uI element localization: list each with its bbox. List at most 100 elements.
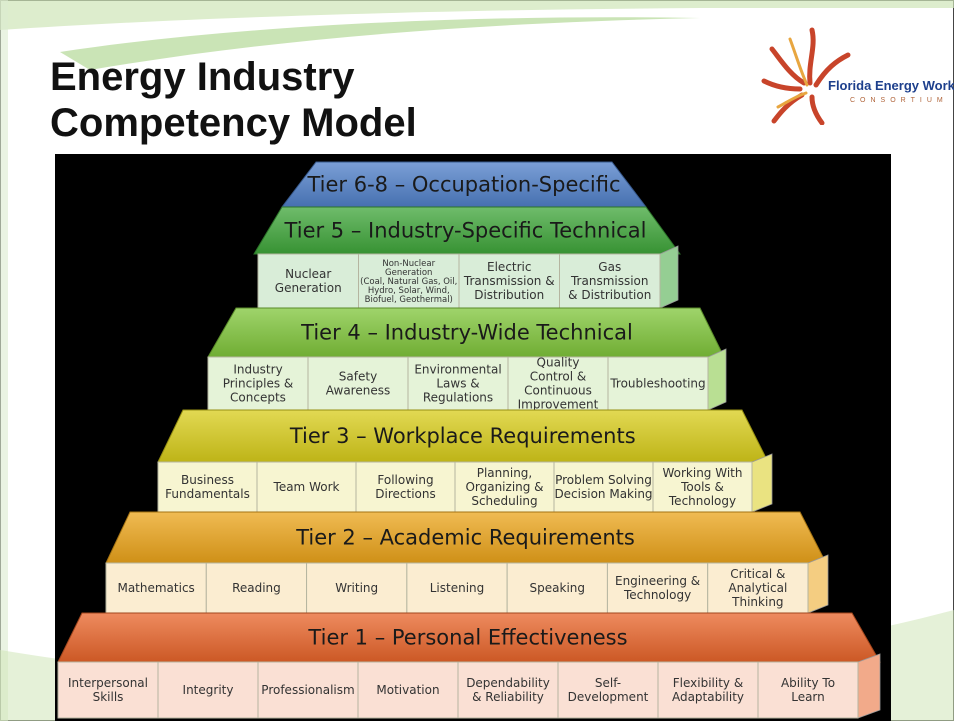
competency-line: Dependability [466, 676, 550, 690]
competency-label: Listening [430, 581, 485, 595]
competency-box [557, 661, 659, 719]
slide-title-line-1: Energy Industry [50, 55, 355, 99]
competency-line: Tools & [680, 480, 724, 494]
competency-box [652, 461, 753, 513]
competency-line: Planning, [477, 466, 533, 480]
competency-line: Mathematics [117, 581, 194, 595]
competency-box [357, 661, 459, 719]
tier-band-tier5 [253, 206, 681, 255]
competency-line: Business [181, 473, 234, 487]
competency-label: Reading [232, 581, 281, 595]
competency-box [257, 253, 359, 309]
logo-subtext: CONSORTIUM [850, 97, 948, 104]
competency-line: Working With [662, 466, 742, 480]
compartment-side-tier2 [807, 554, 829, 614]
competency-line: Gas [598, 260, 621, 274]
competency-line: Concepts [230, 391, 286, 405]
competency-line: Following [377, 473, 433, 487]
competency-box [257, 661, 359, 719]
competency-line: Directions [375, 487, 435, 501]
competency-line: Continuous [524, 384, 592, 398]
tier-label-tier68: Tier 6-8 – Occupation-Specific [306, 173, 620, 197]
competency-line: Integrity [183, 683, 234, 697]
competency-label: Team Work [273, 480, 340, 494]
slide-title-line-2: Competency Model [50, 101, 417, 145]
competency-box [207, 356, 309, 411]
competency-box [358, 253, 460, 309]
competency-box [606, 562, 709, 614]
competency-line: Environmental [414, 363, 501, 377]
competency-label: Dependability& Reliability [466, 676, 550, 704]
competency-label: Writing [335, 581, 378, 595]
competency-box [157, 661, 259, 719]
top-swoosh [0, 0, 954, 30]
competency-line: Principles & [223, 377, 294, 391]
competency-line: Scheduling [471, 494, 537, 508]
competency-line: Writing [335, 581, 378, 595]
competency-line: Organizing & [465, 480, 543, 494]
competency-line: & Distribution [568, 288, 651, 302]
competency-line: Ability To [781, 676, 835, 690]
top-swoosh-inner [60, 17, 700, 70]
tier-label-tier1: Tier 1 – Personal Effectiveness [307, 626, 627, 650]
competency-line: Motivation [376, 683, 439, 697]
competency-line: Transmission & [463, 274, 555, 288]
competency-line: Development [568, 690, 649, 704]
competency-line: Adaptability [672, 690, 744, 704]
competency-label: Speaking [530, 581, 585, 595]
competency-label: Motivation [376, 683, 439, 697]
competency-line: (Coal, Natural Gas, Oil, [360, 277, 457, 287]
competency-box [205, 562, 308, 614]
competency-line: Generation [275, 281, 342, 295]
competency-line: Technology [668, 494, 736, 508]
competency-box [57, 661, 159, 719]
left-bar [0, 0, 8, 721]
competency-line: & Reliability [472, 690, 544, 704]
competency-line: Control & [530, 370, 587, 384]
competency-label: Engineering &Technology [615, 574, 700, 602]
competency-line: Thinking [731, 595, 783, 609]
tier-label-tier3: Tier 3 – Workplace Requirements [289, 424, 636, 448]
competency-line: Engineering & [615, 574, 700, 588]
competency-box [757, 661, 859, 719]
competency-line: Distribution [474, 288, 544, 302]
competency-label: Professionalism [261, 683, 354, 697]
competency-line: Analytical [728, 581, 787, 595]
competency-line: Listening [430, 581, 485, 595]
competency-label: Self-Development [568, 676, 649, 704]
competency-line: Reading [232, 581, 281, 595]
competency-line: Transmission [570, 274, 649, 288]
competency-line: Nuclear [285, 267, 331, 281]
competency-line: Interpersonal [68, 676, 148, 690]
competency-line: Technology [623, 588, 691, 602]
competency-line: Electric [487, 260, 531, 274]
competency-box [454, 461, 555, 513]
competency-line: Team Work [273, 480, 340, 494]
competency-label: Flexibility &Adaptability [672, 676, 744, 704]
logo-text: Florida Energy Workforce [828, 78, 954, 93]
competency-box [457, 661, 559, 719]
competency-box [507, 356, 609, 411]
competency-line: Decision Making [554, 487, 652, 501]
competency-label: Planning,Organizing &Scheduling [465, 466, 543, 508]
competency-line: Self- [595, 676, 621, 690]
competency-line: Learn [791, 690, 825, 704]
competency-line: Biofuel, Geothermal) [365, 295, 453, 305]
competency-line: Hydro, Solar, Wind, [368, 286, 450, 296]
competency-line: Awareness [326, 384, 390, 398]
competency-line: Speaking [530, 581, 585, 595]
competency-line: Industry [233, 363, 282, 377]
tier-label-tier5: Tier 5 – Industry-Specific Technical [284, 219, 647, 243]
competency-line: Professionalism [261, 683, 354, 697]
competency-line: Problem Solving [555, 473, 652, 487]
tier-label-tier2: Tier 2 – Academic Requirements [295, 526, 635, 550]
